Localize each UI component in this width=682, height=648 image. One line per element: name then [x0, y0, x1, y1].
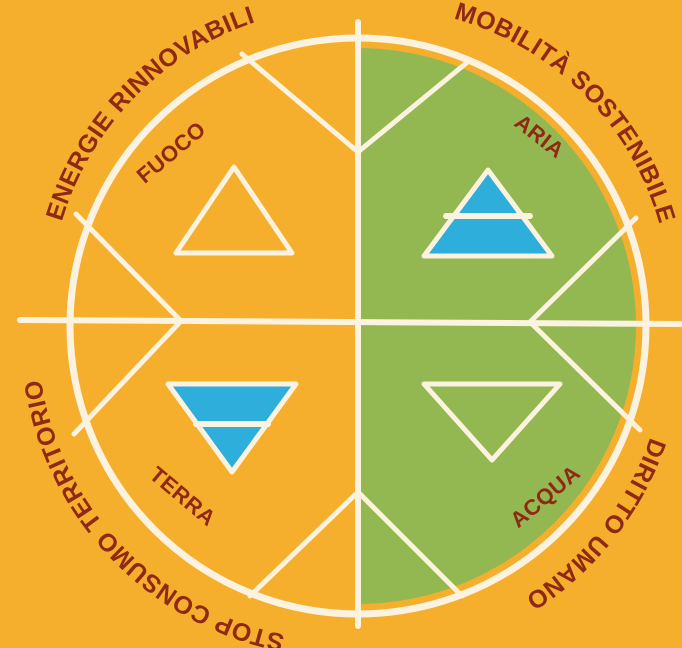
horizontal-axis	[17, 317, 682, 327]
earth-triangle-icon	[165, 381, 299, 475]
spokes	[71, 51, 643, 599]
water-triangle-icon	[421, 381, 563, 463]
fire-triangle-icon	[173, 164, 295, 256]
green-half	[358, 48, 636, 604]
